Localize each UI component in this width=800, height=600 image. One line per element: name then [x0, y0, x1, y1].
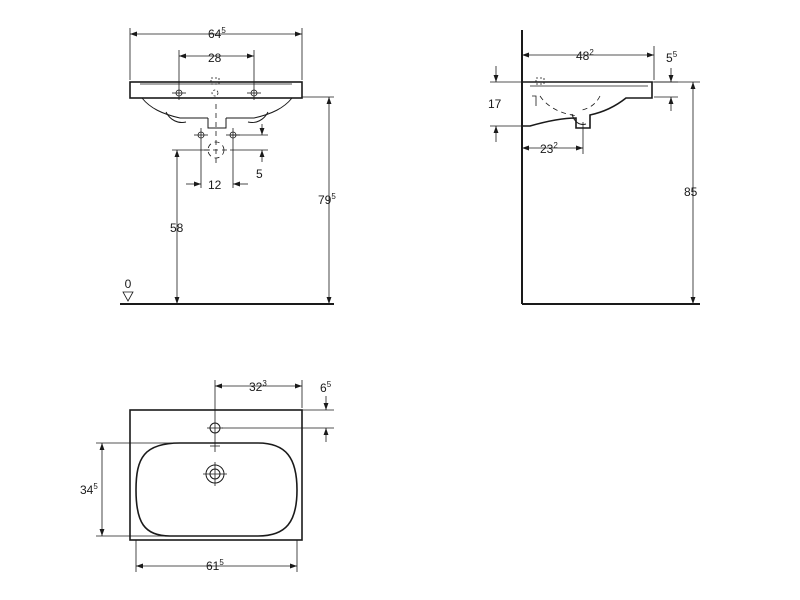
dim-overall-width: 645 — [208, 26, 226, 41]
dim-tap-hole-depth: 65 — [320, 380, 332, 395]
dim-waste-drop: 5 — [256, 167, 263, 181]
dim-waste-spacing: 12 — [208, 178, 222, 192]
dim-waste-height: 58 — [170, 221, 184, 235]
top-view: 323 65 345 615 — [80, 379, 334, 573]
dim-tap-spacing: 28 — [208, 51, 222, 65]
front-view: 0 645 28 12 5 58 795 — [120, 26, 336, 305]
top-bowl-outline — [135, 442, 298, 537]
side-basin-outline — [522, 77, 653, 129]
dim-depth: 482 — [576, 48, 594, 63]
top-basin-outline — [129, 409, 303, 541]
dim-mount-height: 85 — [684, 185, 698, 199]
dim-back-offset: 55 — [666, 50, 678, 65]
dim-bowl-height: 17 — [488, 97, 502, 111]
front-basin-outline — [129, 81, 303, 129]
top-tap-hole — [207, 380, 223, 438]
dim-tap-hole-offset: 323 — [249, 379, 267, 394]
side-view: 482 55 17 232 85 — [488, 30, 700, 305]
front-tap-holes — [172, 77, 261, 100]
floor-level-triangle — [122, 291, 134, 302]
dim-waste-offset: 232 — [540, 141, 558, 156]
top-overflow — [210, 438, 220, 452]
dim-bowl-width: 615 — [206, 558, 224, 573]
floor-level-label: 0 — [125, 277, 132, 291]
dim-bowl-depth: 345 — [80, 482, 98, 497]
dim-rim-height: 795 — [318, 192, 336, 207]
top-waste-outlet — [203, 462, 227, 486]
